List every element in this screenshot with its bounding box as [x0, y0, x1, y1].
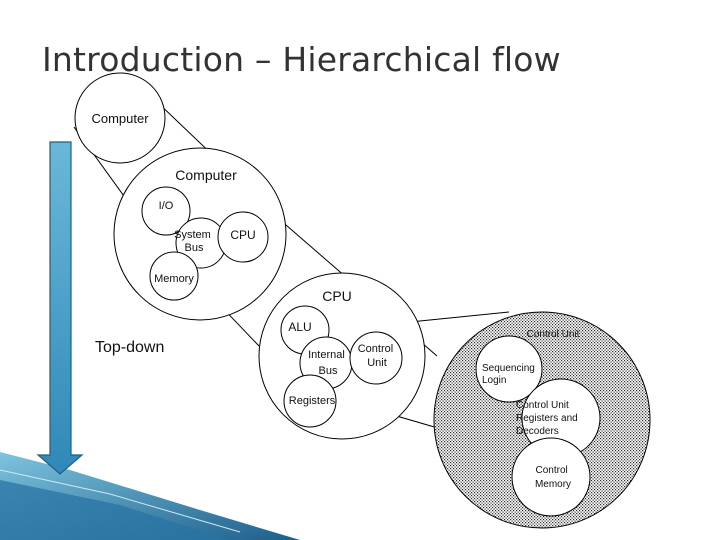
control-memory-label: Control Memory	[535, 465, 571, 490]
control-unit-detail-node: Control Unit Sequencing Login Control Un…	[433, 311, 651, 529]
memory-label: Memory	[154, 273, 194, 285]
top-down-arrow: Top-down	[36, 141, 164, 475]
io-circle	[141, 186, 191, 236]
control-unit-circle	[349, 331, 403, 385]
cpu-components-node: CPU ALU Internal Bus Control Unit Regist…	[258, 272, 426, 440]
control-unit-detail-label: Control Unit	[527, 329, 580, 340]
corner-decoration	[0, 452, 300, 540]
top-down-label: Top-down	[95, 339, 164, 356]
control-memory-circle	[511, 437, 591, 517]
sequencing-label: Sequencing Login	[482, 363, 538, 386]
cpu-components-label: CPU	[322, 288, 352, 304]
sequencing-circle	[475, 335, 543, 403]
slide-title: Introduction – Hierarchical flow	[42, 40, 561, 79]
cpu-circle	[217, 211, 269, 263]
io-label: I/O	[159, 200, 174, 212]
internal-bus-label: Internal Bus	[308, 349, 348, 377]
alu-label: ALU	[288, 320, 311, 334]
computer-label: Computer	[91, 111, 149, 126]
system-bus-label: System Bus	[174, 229, 214, 254]
computer-components-node: Computer I/O System Bus CPU Memory	[113, 147, 287, 321]
cu-registers-label: Control Unit Registers and Decoders	[516, 400, 580, 437]
registers-circle	[283, 374, 337, 428]
computer-node: Computer	[74, 72, 166, 164]
control-unit-label: Control Unit	[358, 343, 397, 369]
memory-circle	[149, 251, 199, 301]
registers-label: Registers	[289, 395, 336, 407]
cpu-small-label: CPU	[230, 228, 255, 242]
computer-components-label: Computer	[175, 167, 237, 183]
